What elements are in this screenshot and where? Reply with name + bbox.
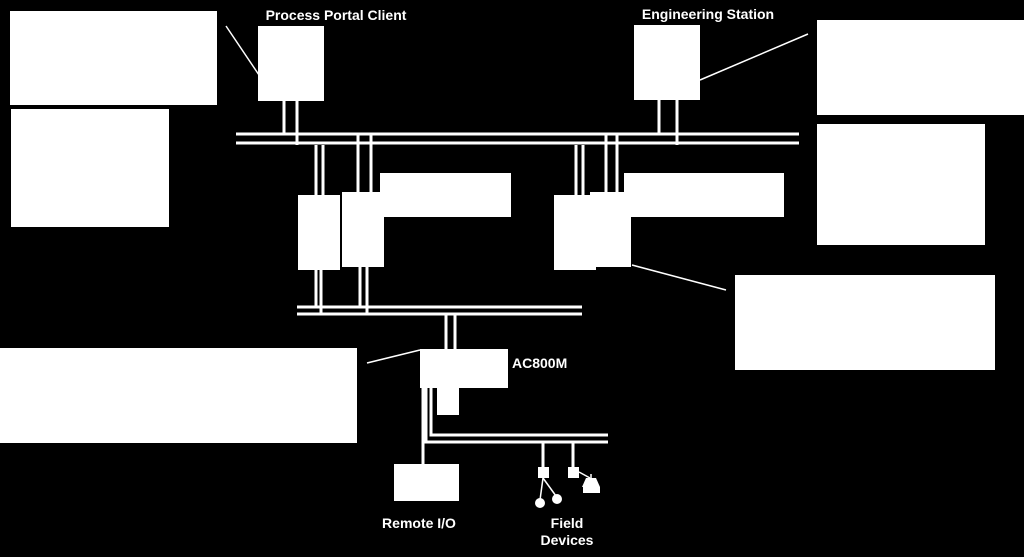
right-server-callout-box bbox=[624, 173, 784, 217]
leader-line-server-right bbox=[631, 264, 727, 291]
process-portal-client-box bbox=[258, 26, 324, 101]
leader-line-engineering-station bbox=[699, 33, 809, 81]
callout-box-right bbox=[817, 124, 985, 245]
field-device-junction-2 bbox=[568, 467, 579, 478]
leader-line-controller bbox=[366, 349, 421, 364]
engineering-station-label: Engineering Station bbox=[642, 6, 774, 22]
sensor-1-icon bbox=[535, 498, 545, 508]
field-device-junction-1 bbox=[538, 467, 549, 478]
fieldbus-line-1 bbox=[429, 388, 608, 437]
callout-box-top-left bbox=[10, 11, 217, 105]
ac800m-controller bbox=[420, 349, 508, 388]
valve-stem bbox=[578, 471, 591, 479]
left-server-callout-box bbox=[380, 173, 511, 217]
callout-box-top-right bbox=[817, 20, 1024, 115]
left-server-a bbox=[298, 195, 340, 270]
ac800m-label: AC800M bbox=[512, 355, 567, 371]
sensor-1-stem bbox=[539, 477, 544, 501]
callout-box-lower-left bbox=[0, 348, 357, 443]
engineering-station-box bbox=[634, 25, 700, 100]
remote-io-label: Remote I/O bbox=[382, 515, 456, 531]
sensor-2-icon bbox=[552, 494, 562, 504]
sensor-2-stem bbox=[542, 477, 557, 497]
valve-actuator-icon bbox=[582, 474, 600, 493]
right-server-a bbox=[554, 195, 596, 270]
field-devices-label-line2: Devices bbox=[541, 532, 594, 548]
field-devices-label-line1: Field bbox=[551, 515, 584, 531]
callout-box-left bbox=[11, 109, 169, 227]
leader-line-portal-client bbox=[225, 25, 260, 76]
fieldbus-line-2 bbox=[424, 388, 608, 444]
process-portal-client-label: Process Portal Client bbox=[266, 7, 407, 23]
callout-box-lower-right bbox=[735, 275, 995, 370]
left-server-b bbox=[342, 192, 384, 267]
remote-io-box bbox=[394, 464, 459, 501]
ac800m-io-module bbox=[437, 386, 459, 415]
